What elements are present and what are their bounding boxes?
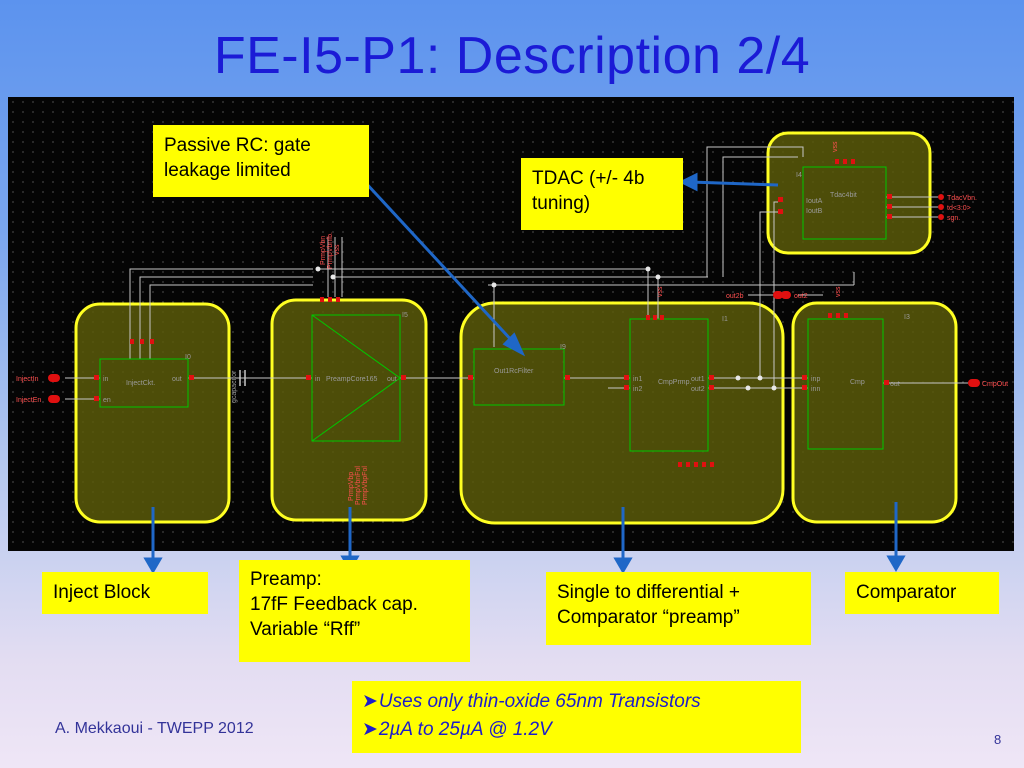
inject-instance-label: I0 (185, 354, 191, 361)
callout-passive-rc-line2: leakage limited (164, 160, 291, 181)
callout-preamp-line3: Variable “Rff” (250, 619, 361, 640)
cmpprmp-vss-label: vss (657, 286, 664, 297)
tdac-ioutb-label: IoutB (806, 208, 823, 215)
out2-label: out2 (794, 293, 808, 300)
inject-en-label: InjectEn (16, 397, 41, 404)
callout-comparator-line1: Comparator (856, 582, 957, 603)
inject-cell-label: InjectCkt. (126, 380, 155, 387)
callout-tdac-line1: TDAC (+/- 4b (532, 168, 645, 189)
bullet-item: ➤2µA to 25µA @ 1.2V (362, 716, 791, 744)
tdac-iouta-label: IoutA (806, 198, 823, 205)
tdac-cell-box (802, 166, 887, 240)
inject-block-highlight (74, 302, 231, 524)
cmpprmp-in1-label: in1 (633, 376, 642, 383)
bullet-arrow-icon: ➤ (362, 691, 378, 712)
cmp-inp-label: inp (811, 376, 820, 383)
arrowhead-single-diff (613, 557, 633, 573)
callout-passive-rc: Passive RC: gate leakage limited (153, 125, 369, 197)
inject-out-pin-label: out (172, 376, 182, 383)
tdac-cell-label: Tdac4bit (830, 192, 857, 199)
arrowhead-passive-rc (502, 332, 526, 357)
cmp-inn-label: inn (811, 386, 820, 393)
pin-prmpvbnfol-label: PrmpVbnFol (355, 466, 362, 505)
cmp-cell-label: Cmp (850, 379, 865, 386)
preamp-cell-label: PreampCore165 (326, 376, 377, 383)
callout-single-diff-line1: Single to differential + (557, 582, 740, 603)
cmpprmp-out1-label: out1 (691, 376, 705, 383)
bullet-text-1: Uses only thin-oxide 65nm Transistors (378, 691, 701, 712)
pin-prmpvbpfol-label: PrmpVbpFol (362, 466, 369, 505)
filter-instance-label: I9 (560, 344, 566, 351)
bullet-text-2: 2µA to 25µA @ 1.2V (378, 719, 552, 740)
pins (48, 159, 980, 467)
preamp-instance-label: I5 (402, 312, 408, 319)
inject-en-pin-label: en (103, 397, 111, 404)
callout-preamp-line1: Preamp: (250, 569, 322, 590)
preamp-in-label: in (315, 376, 321, 383)
inject-in-pin-label: in (103, 376, 109, 383)
page-number: 8 (994, 732, 1002, 747)
pin-prmpvbnfb-label: PrmpVbnfb. (327, 232, 334, 269)
pin-prmpvbp-label: PrmpVbp (348, 472, 355, 501)
callout-inject-block: Inject Block (42, 572, 208, 614)
block-highlights (74, 131, 958, 525)
callout-single-diff-line2: Comparator “preamp” (557, 607, 740, 628)
callout-arrows (151, 165, 898, 551)
callout-passive-rc-line1: Passive RC: gate (164, 135, 311, 156)
callout-comparator: Comparator (845, 572, 999, 614)
cmpout-pin-label: CmpOut (982, 381, 1008, 388)
bullet-box: ➤Uses only thin-oxide 65nm Transistors ➤… (352, 681, 801, 753)
tdac-td-pin-label: td<3:0> (947, 205, 971, 212)
bullet-item: ➤Uses only thin-oxide 65nm Transistors (362, 688, 791, 716)
pin-prmpvbn-label: PrmpVbn (320, 236, 327, 265)
cmpprmp-cell-box (629, 318, 709, 452)
cmp-cell-box (807, 318, 884, 450)
cells (99, 166, 887, 452)
tdac-sgn-pin-label: sgn. (947, 215, 960, 222)
tdac-block-highlight (766, 131, 932, 255)
schematic-drawing: InjectIn InjectEn InjectCkt. in en out I… (16, 131, 1008, 551)
footer-author: A. Mekkaoui - TWEPP 2012 (55, 720, 254, 737)
preamp-triangle (311, 314, 401, 442)
inject-in-label: InjectIn (16, 376, 39, 383)
arrowhead-tdac (678, 172, 698, 192)
callout-preamp-line2: 17fF Feedback cap. (250, 594, 418, 615)
arrowhead-inject (143, 557, 163, 573)
callout-preamp: Preamp: 17fF Feedback cap. Variable “Rff… (239, 560, 470, 662)
cmpprmp-out2-label: out2 (691, 386, 705, 393)
arrowhead-comparator (886, 555, 906, 572)
tdac-instance-label: I4 (796, 172, 802, 179)
tdac-vss-label: vss (832, 141, 839, 152)
cmp-out-label: out (890, 381, 900, 388)
preamp-vss-label: vss (334, 244, 341, 255)
callout-single-diff: Single to differential + Comparator “pre… (546, 572, 811, 645)
cmpprmp-instance-label: I1 (722, 316, 728, 323)
cmp-instance-label: I3 (904, 314, 910, 321)
inject-cell-box (99, 358, 189, 408)
cmp-vss-label: vss (835, 286, 842, 297)
comparator-block-highlight (791, 301, 958, 524)
preamp-out-label: out (387, 376, 397, 383)
filter-cell-label: Out1RcFilter (494, 368, 534, 375)
slide-title: FE-I5-P1: Description 2/4 (213, 27, 811, 85)
bullet-arrow-icon: ➤ (362, 719, 378, 740)
cmpprmp-cell-label: CmpPrmp. (658, 379, 692, 386)
cmpprmp-in2-label: in2 (633, 386, 642, 393)
schematic-text: InjectIn InjectEn InjectCkt. in en out I… (16, 141, 1008, 505)
callout-inject-line1: Inject Block (53, 582, 151, 603)
junction-dots (315, 266, 777, 391)
out2b-label: out2b (726, 293, 744, 300)
callout-tdac-line2: tuning) (532, 193, 591, 214)
capacitor-symbol (239, 370, 246, 386)
gcapacitor-label: gcapacitor (231, 370, 238, 403)
lower-arrows (143, 551, 906, 573)
callout-tdac: TDAC (+/- 4b tuning) (521, 158, 683, 230)
tdac-vbn-pin-label: TdacVbn. (947, 195, 977, 202)
